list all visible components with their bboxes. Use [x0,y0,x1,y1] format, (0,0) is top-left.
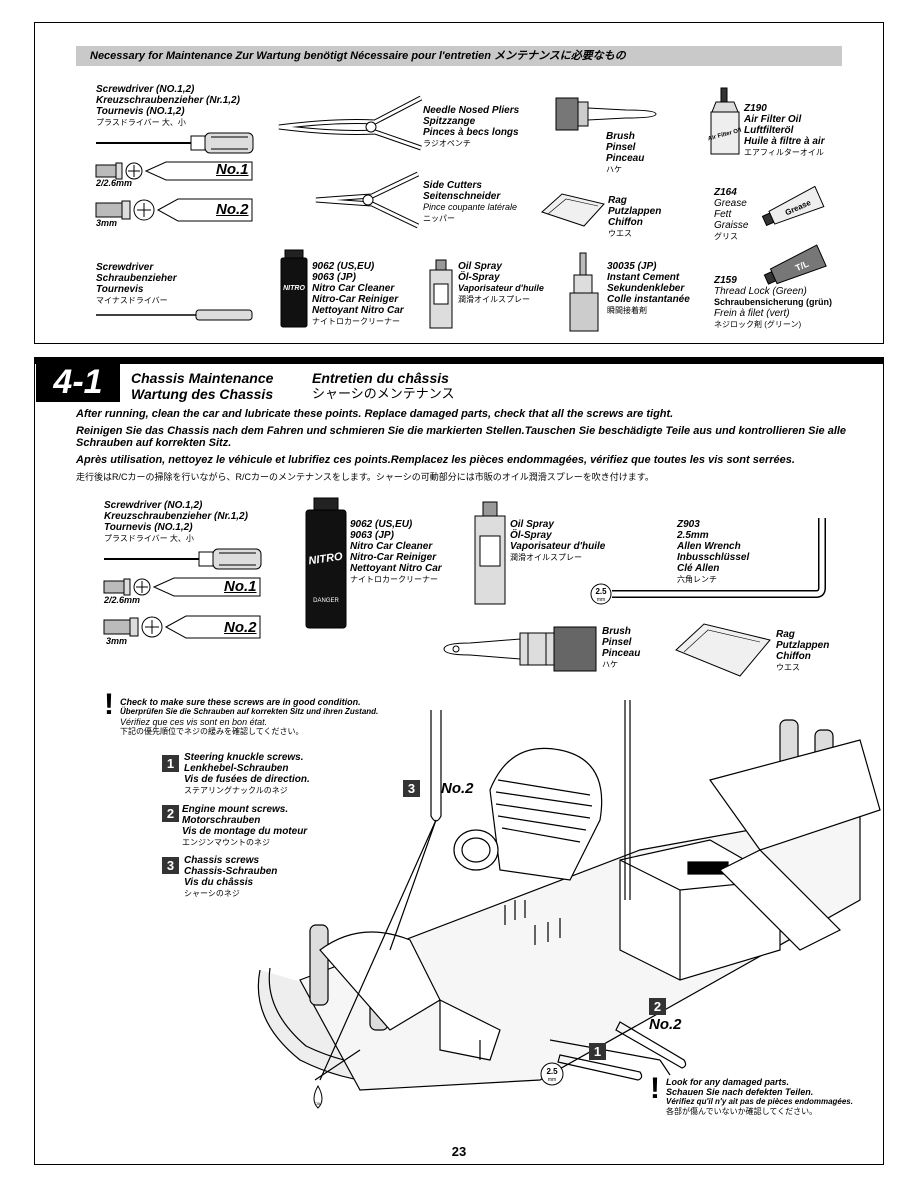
callout-3: 3 [403,780,420,798]
rag-icon [541,193,605,227]
callout-2: 2 [649,998,666,1016]
instant-cement-bottle-icon [569,252,599,332]
section-no1-label: No.1 [224,578,257,595]
section-nitro-can-text: NITRO [308,551,344,568]
section-no2-label: No.2 [224,619,257,636]
callout-3-number: 3 [403,780,420,797]
callout-2-label: No.2 [649,1016,682,1033]
screw-item-number: 3 [162,857,179,874]
air-filter-oil-bottle-icon: Air Filter Oil [707,87,742,155]
callout-3-label: No.2 [441,780,474,797]
flat-screwdriver-icon [96,309,253,321]
section-screwdriver-plus-label: Screwdriver (NO.1,2)Kreuzschraubenzieher… [104,500,248,543]
section-number-badge: 4-1 [36,362,120,402]
screw-size-small: 2/2.6mm [96,178,133,188]
danger-text: DANGER [313,598,339,604]
section-screw-no1-icon [103,577,261,597]
allen-size-text: 2.5 [595,587,607,596]
diagram-allen-size: 2.5 [546,1067,558,1076]
oil-drop-text: OIL [315,1101,322,1106]
exclamation-icon: ! [104,688,114,721]
page-number: 23 [451,1144,467,1159]
chassis-diagram: OIL 2.5 mm [257,700,881,1109]
maintenance-tools-frame [34,22,884,344]
section-screw-size-small: 2/2.6mm [104,595,141,605]
screw-item-2: 2 [162,805,179,823]
screw-item-1-text: Steering knuckle screws.Lenkhebel-Schrau… [184,752,310,795]
side-cutters-icon [315,171,420,229]
callout-1: 1 [589,1043,606,1061]
section-screw-no2-icon [103,615,261,639]
needle-nose-pliers-icon [278,95,423,151]
nitro-can-text: NITRO [283,285,305,292]
section-oil-spray-can-icon [474,501,506,605]
allen-wrench-icon: 2.5 mm [590,518,826,605]
screw-no1-icon [95,161,253,181]
section-brush-icon [443,626,597,672]
oil-spray-can-icon [429,259,453,329]
screw-item-number: 2 [162,805,179,822]
grease-tube-icon: Grease [761,185,825,227]
damaged-exclamation-icon: ! [650,1072,660,1105]
screw-item-number: 1 [162,755,179,772]
no1-label: No.1 [216,161,249,178]
allen-unit-text: mm [597,597,605,603]
check-screws-note: Check to make sure these screws are in g… [120,697,379,736]
screwdriver-plus-label: Screwdriver (NO.1,2)Kreuzschraubenzieher… [96,84,240,127]
section-top-bar [35,357,884,364]
damaged-parts-note: Look for any damaged parts.Schauen Sie n… [666,1077,853,1116]
screw-no2-icon [95,198,253,222]
section-nitro-can-icon: NITRO DANGER [305,497,347,629]
thread-lock-tube-icon: T/L [763,244,827,285]
callout-2-number: 2 [649,998,666,1015]
section-phillips-screwdriver-icon [104,548,262,570]
brush-icon [555,97,657,131]
screw-size-large: 3mm [96,218,118,228]
screw-item-3: 3 [162,857,179,875]
screw-item-1: 1 [162,755,179,773]
phillips-screwdriver-icon [96,132,254,154]
callout-1-number: 1 [589,1043,606,1060]
no2-label: No.2 [216,201,249,218]
section-rag-icon [675,623,771,677]
maintenance-header: Necessary for Maintenance Zur Wartung be… [76,46,842,66]
section-screw-size-large: 3mm [106,636,128,646]
nitro-cleaner-can-icon: NITRO [280,249,308,328]
intro-text: After running, clean the car and lubrica… [76,408,847,482]
diagram-allen-unit: mm [548,1077,556,1083]
